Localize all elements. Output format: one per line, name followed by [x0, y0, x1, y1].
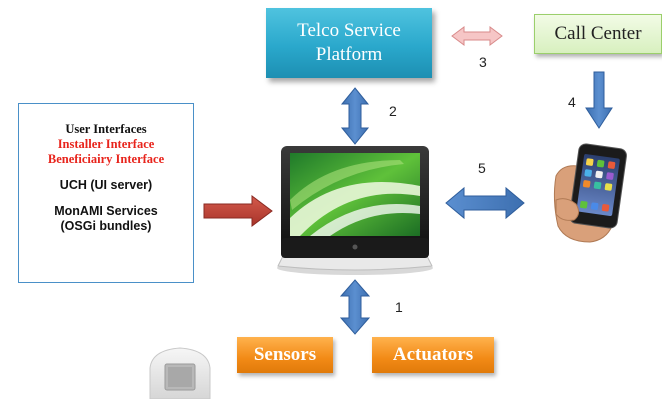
- link-number-5: 5: [478, 160, 486, 176]
- call-center-label: Call Center: [554, 23, 642, 44]
- installer-interface-label: Installer Interface: [57, 137, 155, 151]
- osgi-bundles-label: (OSGi bundles): [60, 219, 152, 233]
- motion-sensor-icon: [149, 347, 211, 399]
- call-center-box: Call Center: [534, 14, 662, 54]
- link-number-4: 4: [568, 94, 576, 110]
- arrow-telco-computer-icon: [340, 87, 370, 145]
- uch-label: UCH (UI server): [59, 178, 153, 192]
- arrow-telco-callcenter-icon: [451, 26, 503, 46]
- actuators-label: Actuators: [392, 344, 474, 365]
- sensors-box: Sensors: [237, 337, 333, 373]
- telco-service-platform-box: Telco Service Platform: [266, 8, 432, 78]
- arrow-computer-sensors-icon: [339, 279, 371, 335]
- interfaces-box: User Interfaces Installer Interface Bene…: [18, 103, 194, 283]
- telco-label-line1: Telco Service: [297, 20, 401, 41]
- link-number-3: 3: [479, 54, 487, 70]
- arrow-computer-phone-icon: [445, 186, 525, 220]
- sensors-label: Sensors: [253, 344, 317, 365]
- arrow-callcenter-phone-icon: [585, 71, 613, 129]
- user-interfaces-label: User Interfaces: [65, 122, 147, 136]
- link-number-1: 1: [395, 299, 403, 315]
- mobile-phone-icon: [553, 143, 627, 243]
- link-number-2: 2: [389, 103, 397, 119]
- beneficiary-interface-label: Beneficiairy Interface: [47, 152, 165, 166]
- telco-label-line2: Platform: [315, 44, 383, 65]
- arrow-interfaces-computer-icon: [203, 195, 273, 227]
- touchscreen-computer-icon: [277, 146, 433, 275]
- monami-services-label: MonAMI Services: [54, 204, 158, 218]
- actuators-box: Actuators: [372, 337, 494, 373]
